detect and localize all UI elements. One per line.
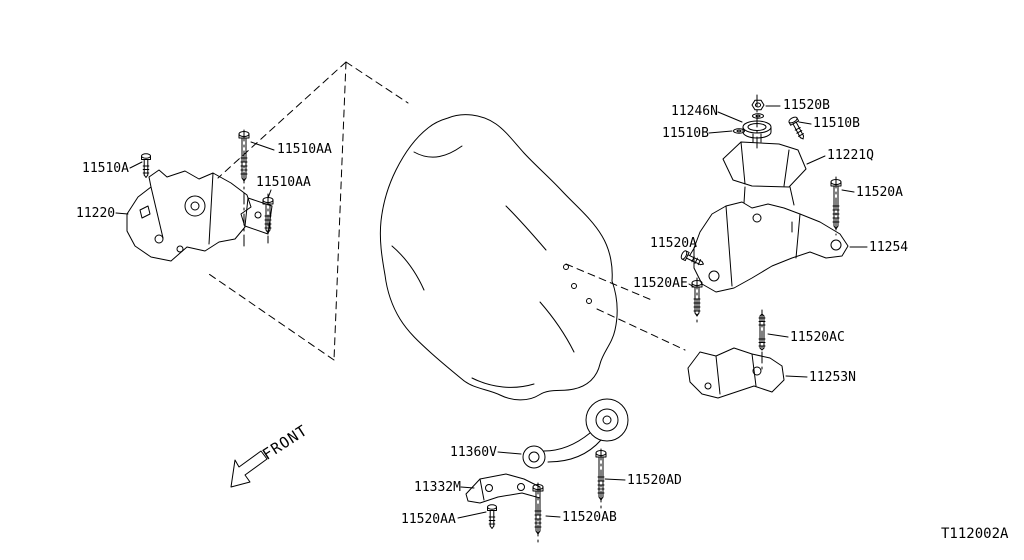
part-label-11221q: 11221Q <box>827 148 874 163</box>
part-insulator-11221q <box>722 133 807 188</box>
construction-lines <box>205 61 686 361</box>
part-label-11510b-right: 11510B <box>813 116 860 131</box>
leader-lines <box>115 105 868 519</box>
washer-11520b <box>752 113 764 119</box>
part-label-11520a-left: 11520A <box>650 236 697 251</box>
drawing-code-label: T112002A <box>941 526 1009 542</box>
engine-block-outline <box>379 114 618 401</box>
bolt-11520ae <box>691 280 703 317</box>
part-bracket-11253n <box>687 347 785 399</box>
nut-11520b <box>751 99 765 111</box>
part-label-11246n: 11246N <box>671 104 718 119</box>
bolt-11510b <box>787 115 808 142</box>
part-bracket-11254 <box>693 186 849 293</box>
part-label-11520a-right: 11520A <box>856 185 903 200</box>
part-label-11510aa-side: 11510AA <box>256 175 311 190</box>
part-label-11254: 11254 <box>869 240 909 255</box>
part-label-11510b-left: 11510B <box>662 126 709 141</box>
part-bracket-11332m <box>465 473 541 504</box>
part-label-11520ae: 11520AE <box>633 276 688 291</box>
part-label-11510aa-top: 11510AA <box>277 142 332 157</box>
part-label-11253n: 11253N <box>809 370 856 385</box>
part-label-11520ac: 11520AC <box>790 330 845 345</box>
part-label-11520aa: 11520AA <box>401 512 456 527</box>
part-label-11510a: 11510A <box>82 161 129 176</box>
bolt-11520a-left <box>679 249 706 269</box>
part-torque-rod-11360v <box>522 398 629 469</box>
center-lines <box>243 94 837 543</box>
part-label-11360v: 11360V <box>450 445 497 460</box>
bolt-11520aa <box>487 504 497 529</box>
part-label-11332m: 11332M <box>414 480 461 495</box>
part-cap-11246n <box>742 120 772 139</box>
bolt-11510a <box>141 153 151 178</box>
part-bracket-11220-side <box>244 197 273 235</box>
part-insulator-11220 <box>126 169 252 262</box>
part-label-11220: 11220 <box>76 206 116 221</box>
part-label-11520ad: 11520AD <box>627 473 682 488</box>
part-label-11520ab: 11520AB <box>562 510 617 525</box>
front-arrow-icon <box>230 450 268 488</box>
part-label-11520b: 11520B <box>783 98 830 113</box>
